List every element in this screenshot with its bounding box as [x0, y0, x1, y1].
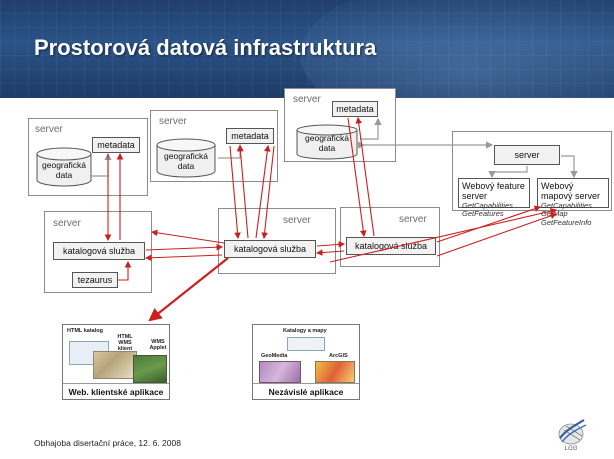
- metadata-box-1: metadata: [92, 137, 140, 153]
- geomedia-map: [259, 361, 301, 383]
- map-server-box: Webový mapový server GetCapabilities Get…: [537, 178, 609, 227]
- label-html-wms: HTML WMS klient: [117, 334, 133, 352]
- server-label: server: [35, 124, 63, 135]
- wms-applet-map: [133, 355, 167, 383]
- server-label: server: [293, 94, 321, 105]
- geodata-label: geografická data: [305, 133, 349, 153]
- label-catalogs-maps: Katalogy a mapy: [283, 328, 327, 334]
- map-op-3: GetFeatureInfo: [541, 217, 592, 227]
- geodata-cylinder-2: geografická data: [156, 138, 216, 178]
- feature-server-title: Webový feature server: [462, 181, 525, 202]
- wms-client-map: [93, 351, 137, 379]
- feature-server-box: Webový feature server GetCapabilities Ge…: [458, 178, 530, 218]
- ogc-server-box: server: [494, 145, 560, 165]
- label-geomedia: GeoMedia: [261, 353, 288, 359]
- server-label: server: [399, 214, 427, 225]
- server-label: server: [283, 215, 311, 226]
- server-label: server: [53, 218, 81, 229]
- label-arcgis: ArcGIS: [329, 353, 348, 359]
- title-banner: Prostorová datová infrastruktura: [0, 0, 614, 98]
- arcgis-map: [315, 361, 355, 383]
- metadata-box-3: metadata: [332, 101, 378, 117]
- banner-grid-pattern: [0, 0, 614, 98]
- logo-text: LGG: [564, 446, 578, 452]
- footer-text: Obhajoba disertační práce, 12. 6. 2008: [34, 438, 181, 448]
- server-label: server: [159, 116, 187, 127]
- catalog-service-a: katalogová služba: [53, 242, 145, 260]
- catalog-service-b: katalogová služba: [224, 240, 316, 258]
- metadata-box-2: metadata: [226, 128, 274, 144]
- lgg-logo: LGG: [554, 416, 588, 456]
- independent-apps-thumbnail: Katalogy a mapy GeoMedia ArcGIS Nezávisl…: [252, 324, 360, 400]
- catalog-service-c: katalogová služba: [346, 237, 436, 255]
- banner-decoration: [300, 0, 614, 98]
- feature-op-1: GetCapabilities: [462, 200, 513, 210]
- feature-op-2: GetFeatures: [462, 209, 504, 219]
- map-op-1: GetCapabilities: [541, 200, 592, 210]
- slide-title: Prostorová datová infrastruktura: [34, 35, 377, 60]
- map-server-title: Webový mapový server: [541, 181, 601, 202]
- geodata-label: geografická data: [42, 160, 86, 180]
- geodata-cylinder-3: geografická data: [296, 124, 358, 160]
- independent-apps-caption: Nezávislé aplikace: [253, 383, 359, 399]
- geodata-label: geografická data: [164, 151, 208, 171]
- label-html-catalog: HTML katalog: [67, 328, 103, 334]
- geodata-cylinder-1: geografická data: [36, 147, 92, 187]
- thesaurus-box: tezaurus: [72, 272, 118, 288]
- web-clients-thumbnail: HTML katalog HTML WMS klient WMS Applet …: [62, 324, 170, 400]
- web-clients-caption: Web. klientské aplikace: [63, 383, 169, 399]
- label-wms-applet: WMS Applet: [149, 339, 167, 351]
- catalog-window: [287, 337, 325, 351]
